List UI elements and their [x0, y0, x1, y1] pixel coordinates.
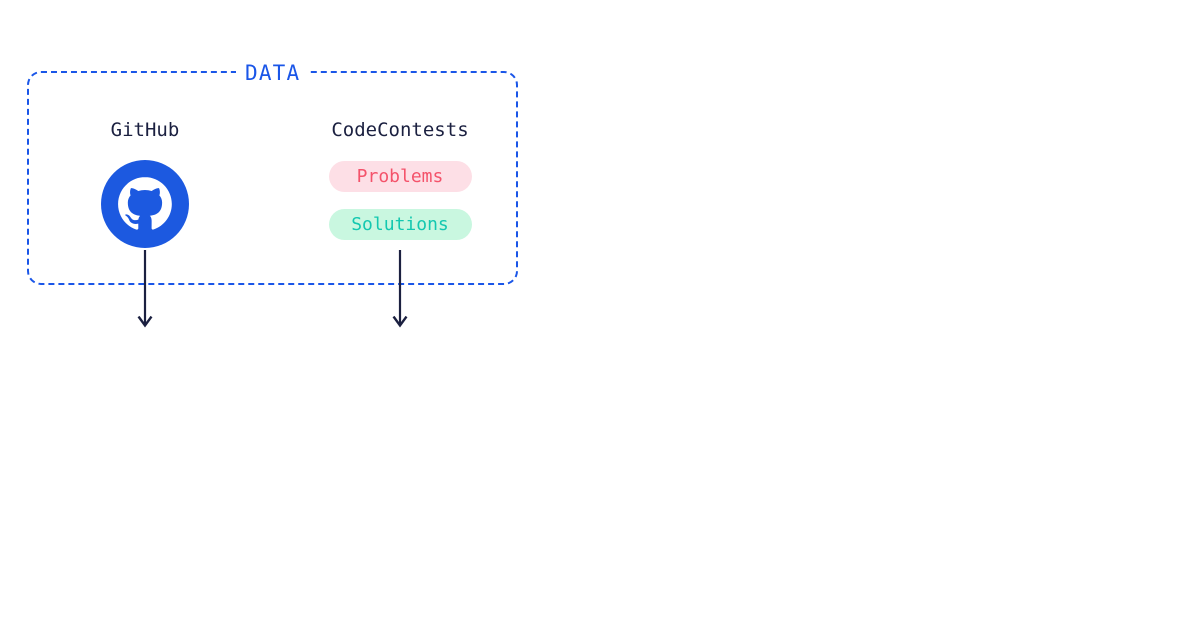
github-title: GitHub	[110, 119, 180, 141]
solutions-pill: Solutions	[328, 209, 472, 240]
codecontests-title: CodeContests	[331, 119, 469, 141]
codecontests-down-arrow-icon	[392, 250, 408, 328]
github-column: GitHub	[61, 118, 229, 248]
codecontests-column: CodeContests Problems Solutions	[310, 118, 490, 240]
github-logo-wrapper	[61, 160, 229, 248]
github-octocat-icon	[101, 160, 189, 248]
data-group-label: DATA	[236, 62, 310, 84]
github-down-arrow-icon	[137, 250, 153, 328]
problems-pill: Problems	[328, 161, 472, 192]
codecontests-pill-stack: Problems Solutions	[310, 161, 490, 240]
